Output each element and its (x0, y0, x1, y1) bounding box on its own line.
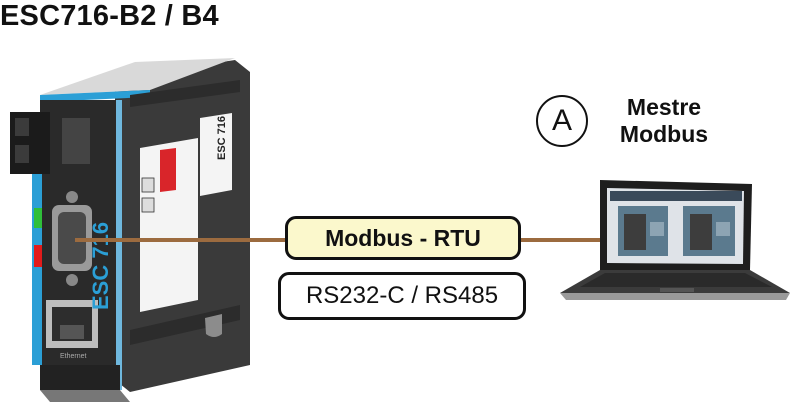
interface-label: RS232-C / RS485 (305, 282, 499, 309)
master-label-line2: Modbus (619, 121, 709, 147)
node-marker-circle: A (536, 95, 588, 147)
device-side-label (140, 138, 198, 312)
protocol-label-box: Modbus - RTU (285, 216, 521, 260)
device-brand-text: ESC 716 (88, 222, 113, 310)
master-label: Mestre Modbus (608, 94, 720, 148)
ethernet-text: Ethernet (60, 353, 87, 360)
device-side-label-2 (200, 113, 232, 196)
master-label-line1: Mestre (626, 94, 702, 120)
led-green (34, 208, 42, 228)
laptop-keyboard (580, 273, 772, 287)
device-top (40, 58, 235, 95)
connector-socket (62, 118, 90, 164)
diagram-title: ESC716-B2 / B4 (0, 0, 219, 32)
led-red (34, 245, 42, 267)
din-clip (205, 314, 222, 337)
protocol-label: Modbus - RTU (325, 224, 481, 251)
device-edge-strip (116, 100, 122, 390)
device-panel-text: ESC 716 (216, 116, 228, 160)
node-letter: A (551, 104, 572, 137)
interface-label-box: RS232-C / RS485 (278, 272, 526, 320)
device-bottom (40, 390, 130, 402)
dip-switch (160, 148, 176, 192)
device-top-accent (40, 90, 150, 102)
